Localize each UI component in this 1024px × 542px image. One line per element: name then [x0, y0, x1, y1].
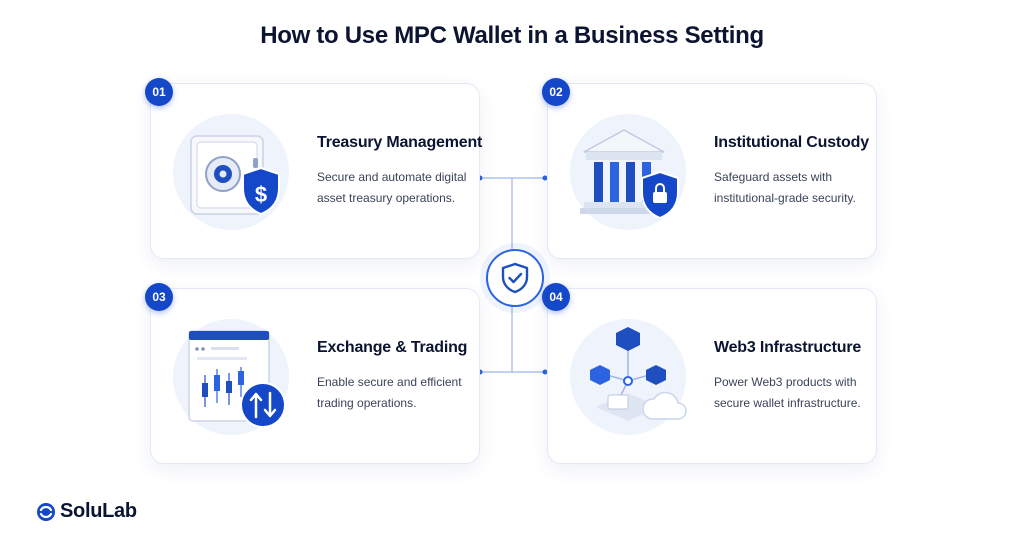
card-exchange-trading: 03 Exchange & Trading Enable secure and …: [145, 283, 480, 464]
step-number-badge: 03: [145, 283, 173, 311]
shield-check-icon: [486, 249, 544, 307]
card-description: Power Web3 products with secure wallet i…: [714, 375, 861, 410]
step-number-badge: 01: [145, 78, 173, 106]
web3-network-cloud-icon: [566, 311, 696, 441]
card-treasury-management: 01 $ Treasury Management Secure and auto…: [145, 78, 483, 259]
step-number-badge: 02: [542, 78, 570, 106]
card-web3-infrastructure: 04 Web3 Infrastructure Power Web3 produc…: [542, 283, 877, 464]
bank-shield-lock-icon: [566, 106, 696, 236]
vault-shield-dollar-icon: $: [169, 106, 299, 236]
brand-name: SoluLab: [60, 500, 137, 522]
solulab-logo-icon: [37, 502, 55, 521]
page-title: How to Use MPC Wallet in a Business Sett…: [260, 22, 764, 49]
card-heading: Web3 Infrastructure: [714, 339, 862, 356]
brand-logo: SoluLab: [36, 500, 137, 523]
step-number-badge: 04: [542, 283, 570, 311]
card-institutional-custody: 02 Institutional Custody Safeguard asset…: [542, 78, 877, 259]
svg-text:$: $: [255, 182, 267, 207]
card-description: Enable secure and efficient trading oper…: [317, 375, 462, 410]
card-description: Safeguard assets with institutional-grad…: [714, 170, 856, 205]
card-description: Secure and automate digital asset treasu…: [317, 170, 467, 205]
trading-chart-swap-icon: [169, 311, 299, 441]
card-heading: Exchange & Trading: [317, 339, 468, 356]
card-heading: Treasury Management: [317, 134, 483, 151]
card-heading: Institutional Custody: [714, 134, 869, 151]
